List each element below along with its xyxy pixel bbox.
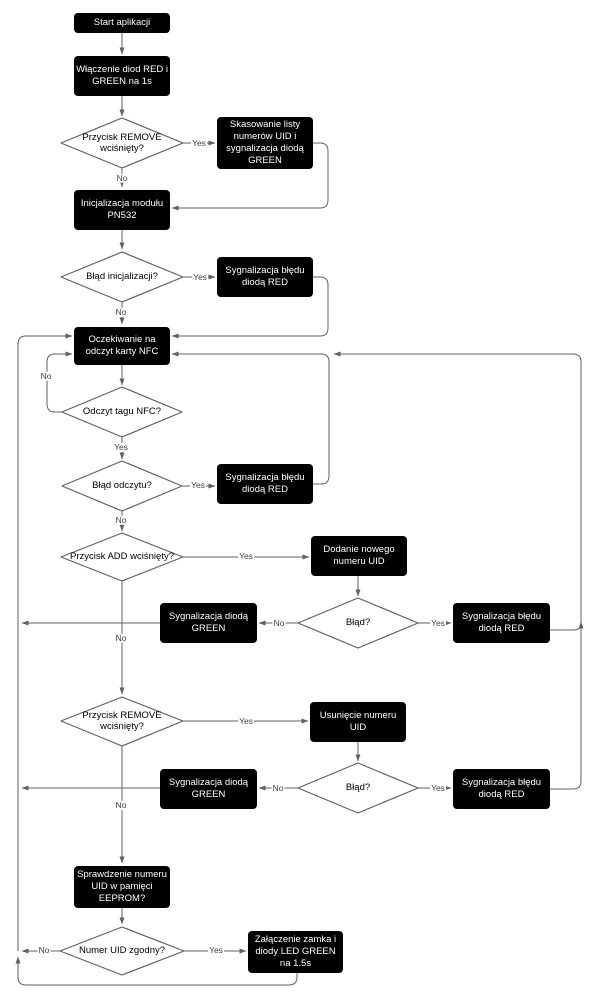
node-green-ok-2: Sygnalizacja diodą GREEN xyxy=(160,769,257,809)
edge-label-yes: Yes xyxy=(238,550,254,561)
decision-label-error-check-2: Błąd? xyxy=(345,782,371,794)
edge-label-yes: Yes xyxy=(208,944,224,955)
decision-label-uid-match: Numer UID zgodny? xyxy=(78,945,166,957)
decision-label-tag-read: Odczyt tagu NFC? xyxy=(82,406,162,418)
edge-clearlist-init xyxy=(171,142,329,211)
edge-label-no: No xyxy=(271,782,285,793)
decision-init-error xyxy=(60,251,184,303)
edge-label-no: No xyxy=(37,944,51,955)
decision-label-init-error: Błąd inicjalizacji? xyxy=(86,271,158,283)
edge-label-yes: Yes xyxy=(192,271,208,282)
decision-read-error xyxy=(61,460,183,512)
edge-label-yes: Yes xyxy=(191,137,207,148)
node-wait-nfc: Oczekiwanie na odczyt karty NFC xyxy=(74,327,170,365)
edge-label-no: No xyxy=(39,370,53,381)
decision-label-add-pressed: Przycisk ADD wciśnięty? xyxy=(70,551,174,563)
node-start: Start aplikacji xyxy=(74,13,170,33)
node-init-module: Inicjalizacja modułu PN532 xyxy=(74,190,170,230)
node-error-red-1: Sygnalizacja błędu diodą RED xyxy=(217,257,313,297)
edge-label-no: No xyxy=(114,514,128,525)
decision-uid-match xyxy=(59,926,185,976)
node-add-uid: Dodanie nowego numeru UID xyxy=(311,536,407,576)
decision-remove-pressed-1 xyxy=(60,117,184,169)
edge-label-yes: Yes xyxy=(113,441,129,452)
edge-red1-wait xyxy=(171,276,329,339)
edge-red4-rightrail-wait xyxy=(333,351,582,790)
node-unlock: Załączenie zamka i diody LED GREEN na 1.… xyxy=(248,931,343,973)
decision-label-remove-pressed-1: Przycisk REMOVE wciśnięty? xyxy=(82,131,162,154)
edge-label-yes: Yes xyxy=(430,617,446,628)
edge-label-yes: Yes xyxy=(238,715,254,726)
edge-label-no: No xyxy=(272,617,286,628)
edge-label-no: No xyxy=(114,306,128,317)
decision-label-read-error: Błąd odczytu? xyxy=(92,480,152,492)
edge-red3-rightrail xyxy=(550,621,584,631)
decision-remove-pressed-2 xyxy=(60,696,184,747)
edge-red2-wait xyxy=(171,351,330,485)
decision-label-error-check-1: Błąd? xyxy=(345,617,371,629)
node-error-red-4: Sygnalizacja błędu diodą RED xyxy=(453,769,550,809)
decision-add-pressed xyxy=(60,532,184,582)
edge-unlock-leftrail-loop xyxy=(15,956,298,986)
node-remove-uid: Usunięcie numeru UID xyxy=(310,702,406,742)
node-green-ok-1: Sygnalizacja diodą GREEN xyxy=(160,603,257,643)
node-error-red-3: Sygnalizacja błędu diodą RED xyxy=(453,603,550,643)
decision-label-remove-pressed-2: Przycisk REMOVE wciśnięty? xyxy=(82,709,162,732)
edge-label-no: No xyxy=(115,172,129,183)
node-led-on: Włączenie diod RED i GREEN na 1s xyxy=(74,56,170,96)
decision-error-check-1 xyxy=(297,597,419,649)
decision-tag-read xyxy=(61,386,183,438)
edge-label-yes: Yes xyxy=(190,479,206,490)
node-error-red-2: Sygnalizacja błędu diodą RED xyxy=(217,464,313,504)
edge-left-rail-wait xyxy=(17,333,73,951)
edge-label-no: No xyxy=(114,799,128,810)
decision-error-check-2 xyxy=(297,762,419,814)
edge-d3-wait-no-loop xyxy=(46,351,73,413)
node-clear-list: Skasowanie listy numerów UID i sygnaliza… xyxy=(217,117,313,169)
edge-label-no: No xyxy=(114,632,128,643)
node-check-uid: Sprawdzenie numeru UID w pamięci EEPROM? xyxy=(74,866,170,908)
edge-label-yes: Yes xyxy=(430,782,446,793)
